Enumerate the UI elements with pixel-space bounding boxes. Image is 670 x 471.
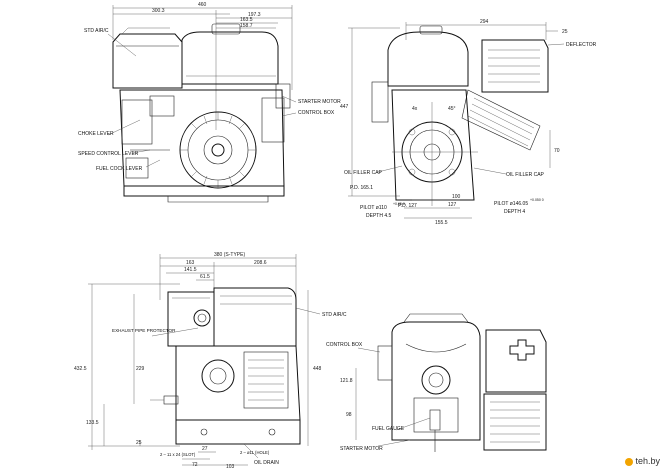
rear-view: 121.8 98 CONTROL BOX FUEL GAUGE STARTER … xyxy=(326,313,547,452)
callout-oil-drain: OIL DRAIN xyxy=(254,460,279,466)
callout-exhaust-pipe-protector: EXHAUST PIPE PROTECTOR xyxy=(112,328,176,333)
dim-197-3: 197.3 xyxy=(248,12,261,18)
watermark-text: teh.by xyxy=(635,456,660,466)
callout-fuel-gauge: FUEL GAUGE xyxy=(372,426,405,432)
callout-control-box: CONTROL BOX xyxy=(298,110,335,116)
pilot-right: PILOT ø146.05 xyxy=(494,201,528,207)
dim-155-5: 155.5 xyxy=(435,220,448,226)
dim-163-5: 163.5 xyxy=(240,17,253,23)
dim-300-3: 300.3 xyxy=(152,8,165,14)
dim-103: 103 xyxy=(226,464,235,470)
pcd-right: P.D. 127 xyxy=(398,203,417,209)
pcd-left: P.D. 165.1 xyxy=(350,185,373,191)
dim-45-deg: 45° xyxy=(448,106,456,112)
dim-380-s-type: 380 (S-TYPE) xyxy=(214,252,245,258)
callout-deflector: DEFLECTOR xyxy=(566,42,597,48)
callout-std-air-c: STD AIR/C xyxy=(84,28,109,34)
callout-oil-filler-cap-left: OIL FILLER CAP xyxy=(344,170,383,176)
dim-229: 229 xyxy=(136,366,145,372)
dim-25: 25 xyxy=(562,29,568,35)
dim-448: 448 xyxy=(313,366,322,372)
dim-70: 70 xyxy=(554,148,560,154)
dim-98: 98 xyxy=(346,412,352,418)
dim-121-8: 121.8 xyxy=(340,378,353,384)
dim-133-5: 133.5 xyxy=(86,420,99,426)
plan-view: 380 (S-TYPE) 163 208.6 141.5 61.5 xyxy=(74,252,347,470)
dim-127: 127 xyxy=(448,202,457,208)
callout-speed-control-lever: SPEED CONTROL LEVER xyxy=(78,151,139,157)
watermark: teh.by xyxy=(621,455,664,467)
side-view: 294 25 447 4x 45° xyxy=(340,19,597,226)
hole-note-hole: 2 – ø11 (HOLE) xyxy=(240,450,270,455)
hole-note-slot: 2 – 11 x 24 (SLOT) xyxy=(160,452,196,457)
watermark-logo-icon xyxy=(625,457,634,466)
callout-std-air-c-plan: STD AIR/C xyxy=(322,312,347,318)
depth-right: DEPTH 4 xyxy=(504,209,525,215)
callout-starter-motor-rear: STARTER MOTOR xyxy=(340,446,383,452)
dim-25-base: 25 xyxy=(136,440,142,446)
front-view: 460 300.3 197.3 163.5 158.7 xyxy=(78,2,341,203)
pilot-left: PILOT ø110 xyxy=(360,205,387,211)
callout-choke-lever: CHOKE LEVER xyxy=(78,131,114,137)
pilot-left-tol: +0.05 0 xyxy=(393,202,405,206)
dim-208-6: 208.6 xyxy=(254,260,267,266)
dim-294: 294 xyxy=(480,19,489,25)
dim-460: 460 xyxy=(198,2,207,8)
dim-4x: 4x xyxy=(412,106,418,112)
dim-163: 163 xyxy=(186,260,195,266)
dim-432-5: 432.5 xyxy=(74,366,87,372)
callout-starter-motor: STARTER MOTOR xyxy=(298,99,341,105)
callout-oil-filler-cap-right: OIL FILLER CAP xyxy=(506,172,545,178)
dim-158-7: 158.7 xyxy=(240,23,253,29)
pilot-right-tol: +0.050 0 xyxy=(530,198,544,202)
dim-447: 447 xyxy=(340,104,349,110)
depth-left: DEPTH 4.5 xyxy=(366,213,392,219)
dim-27: 27 xyxy=(202,446,208,452)
callout-control-box-rear: CONTROL BOX xyxy=(326,342,363,348)
dim-100: 100 xyxy=(452,194,461,200)
callout-fuel-cock-lever: FUEL COCK LEVER xyxy=(96,166,143,172)
dim-61-5: 61.5 xyxy=(200,274,210,280)
dim-141-5: 141.5 xyxy=(184,267,197,273)
